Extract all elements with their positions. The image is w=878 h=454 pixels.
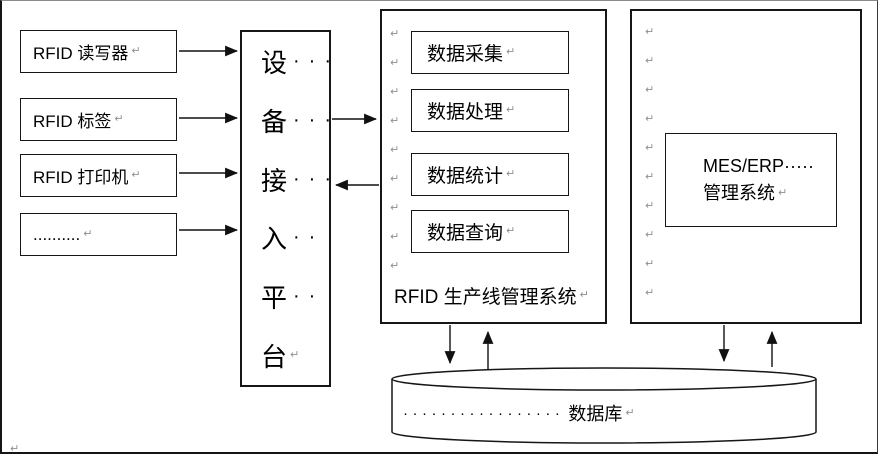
database-label: ················· 数据库 ↵ xyxy=(403,401,635,425)
mes-erp-box: MES/ERP····· 管理系统 ↵ xyxy=(665,133,837,227)
system-caption: RFID 生产线管理系统 ↵ xyxy=(394,282,589,309)
module-label: 数据统计 xyxy=(427,166,504,187)
leader-dots: ··· xyxy=(293,167,340,190)
rfid-line-management-system-box: ↵ ↵ ↵ ↵ ↵ ↵ ↵ ↵ ↵ 数据采集 ↵ 数据处理 ↵ 数据统计 ↵ 数… xyxy=(380,9,607,324)
paragraph-mark: ↵ xyxy=(645,84,655,96)
device-access-platform-box: 设 ··· 备 ··· 接 ··· 入 ·· 平 ·· 台 ↵ xyxy=(240,30,331,387)
module-label: 数据处理 xyxy=(427,102,504,123)
device-label: RFID 标签 xyxy=(33,112,112,131)
paragraph-mark: ↵ xyxy=(645,200,655,212)
database-name: 数据库 xyxy=(568,404,623,424)
paragraph-mark: ↵ xyxy=(506,168,516,180)
paragraph-mark: ↵ xyxy=(390,57,400,69)
mes-erp-line1: MES/ERP····· xyxy=(703,156,814,176)
paragraph-mark: ↵ xyxy=(390,260,400,272)
platform-char: 台 xyxy=(261,342,288,373)
paragraph-mark: ↵ xyxy=(778,187,788,199)
paragraph-mark: ↵ xyxy=(645,26,655,38)
data-processing-box: 数据处理 ↵ xyxy=(411,89,569,132)
paragraph-mark: ↵ xyxy=(506,104,516,116)
platform-char: 设 xyxy=(261,47,288,78)
mes-erp-line2-text: 管理系统 xyxy=(703,183,775,203)
paragraph-mark: ↵ xyxy=(390,173,400,185)
paragraph-mark: ↵ xyxy=(645,113,655,125)
module-label: 数据查询 xyxy=(427,223,504,244)
paragraph-mark: ↵ xyxy=(390,202,400,214)
paragraph-mark-column: ↵ ↵ ↵ ↵ ↵ ↵ ↵ ↵ ↵ xyxy=(390,29,399,272)
leader-dots: ·· xyxy=(293,285,325,308)
device-box-rfid-tag: RFID 标签 ↵ xyxy=(20,98,177,141)
leader-dots: ·· xyxy=(293,226,325,249)
device-label: RFID 打印机 xyxy=(33,168,129,187)
paragraph-mark: ↵ xyxy=(645,229,655,241)
paragraph-mark: ↵ xyxy=(645,142,655,154)
paragraph-mark: ↵ xyxy=(645,55,655,67)
paragraph-mark: ↵ xyxy=(114,113,124,125)
paragraph-mark: ↵ xyxy=(10,443,20,454)
paragraph-mark: ↵ xyxy=(390,86,400,98)
paragraph-mark: ↵ xyxy=(390,28,400,40)
paragraph-mark: ↵ xyxy=(131,45,141,57)
paragraph-mark: ↵ xyxy=(645,171,655,183)
paragraph-mark: ↵ xyxy=(390,115,400,127)
paragraph-mark: ↵ xyxy=(579,289,589,301)
leader-dots: ················· xyxy=(403,404,565,422)
device-box-rfid-printer: RFID 打印机 ↵ xyxy=(20,154,177,197)
leader-dots: ··· xyxy=(293,108,340,131)
paragraph-mark: ↵ xyxy=(645,258,655,270)
platform-char: 平 xyxy=(261,283,288,314)
platform-char-row: 台 ↵ xyxy=(242,326,329,385)
platform-char-row: 接 ··· xyxy=(242,150,331,209)
paragraph-mark: ↵ xyxy=(390,144,400,156)
paragraph-mark: ↵ xyxy=(131,169,141,181)
mes-erp-line2: 管理系统 ↵ xyxy=(703,180,836,207)
paragraph-mark: ↵ xyxy=(645,287,655,299)
data-statistics-box: 数据统计 ↵ xyxy=(411,153,569,196)
leader-dots: ··· xyxy=(293,49,340,72)
paragraph-mark: ↵ xyxy=(390,231,400,243)
mes-erp-outer-box: ↵ ↵ ↵ ↵ ↵ ↵ ↵ ↵ ↵ ↵ MES/ERP····· 管理系统 ↵ xyxy=(630,9,862,324)
system-caption-text: RFID 生产线管理系统 xyxy=(394,287,577,308)
device-label: .......... xyxy=(33,224,81,244)
device-box-others: .......... ↵ xyxy=(20,213,177,256)
paragraph-mark-column: ↵ ↵ ↵ ↵ ↵ ↵ ↵ ↵ ↵ ↵ xyxy=(645,27,654,299)
platform-char-row: 平 ·· xyxy=(242,267,329,326)
paragraph-mark: ↵ xyxy=(625,406,635,419)
paragraph-mark: ↵ xyxy=(506,225,516,237)
platform-char: 备 xyxy=(261,106,288,137)
platform-char-row: 设 ··· xyxy=(242,32,331,91)
module-label: 数据采集 xyxy=(427,44,504,65)
device-box-rfid-reader: RFID 读写器 ↵ xyxy=(20,30,177,73)
paragraph-mark: ↵ xyxy=(506,46,516,58)
platform-char-row: 备 ··· xyxy=(242,91,331,150)
paragraph-mark: ↵ xyxy=(290,349,300,362)
platform-char: 接 xyxy=(261,165,288,196)
platform-char-row: 入 ·· xyxy=(242,208,329,267)
platform-char: 入 xyxy=(261,224,288,255)
data-query-box: 数据查询 ↵ xyxy=(411,210,569,253)
data-collection-box: 数据采集 ↵ xyxy=(411,31,569,74)
paragraph-mark: ↵ xyxy=(83,228,93,240)
device-label: RFID 读写器 xyxy=(33,44,129,63)
